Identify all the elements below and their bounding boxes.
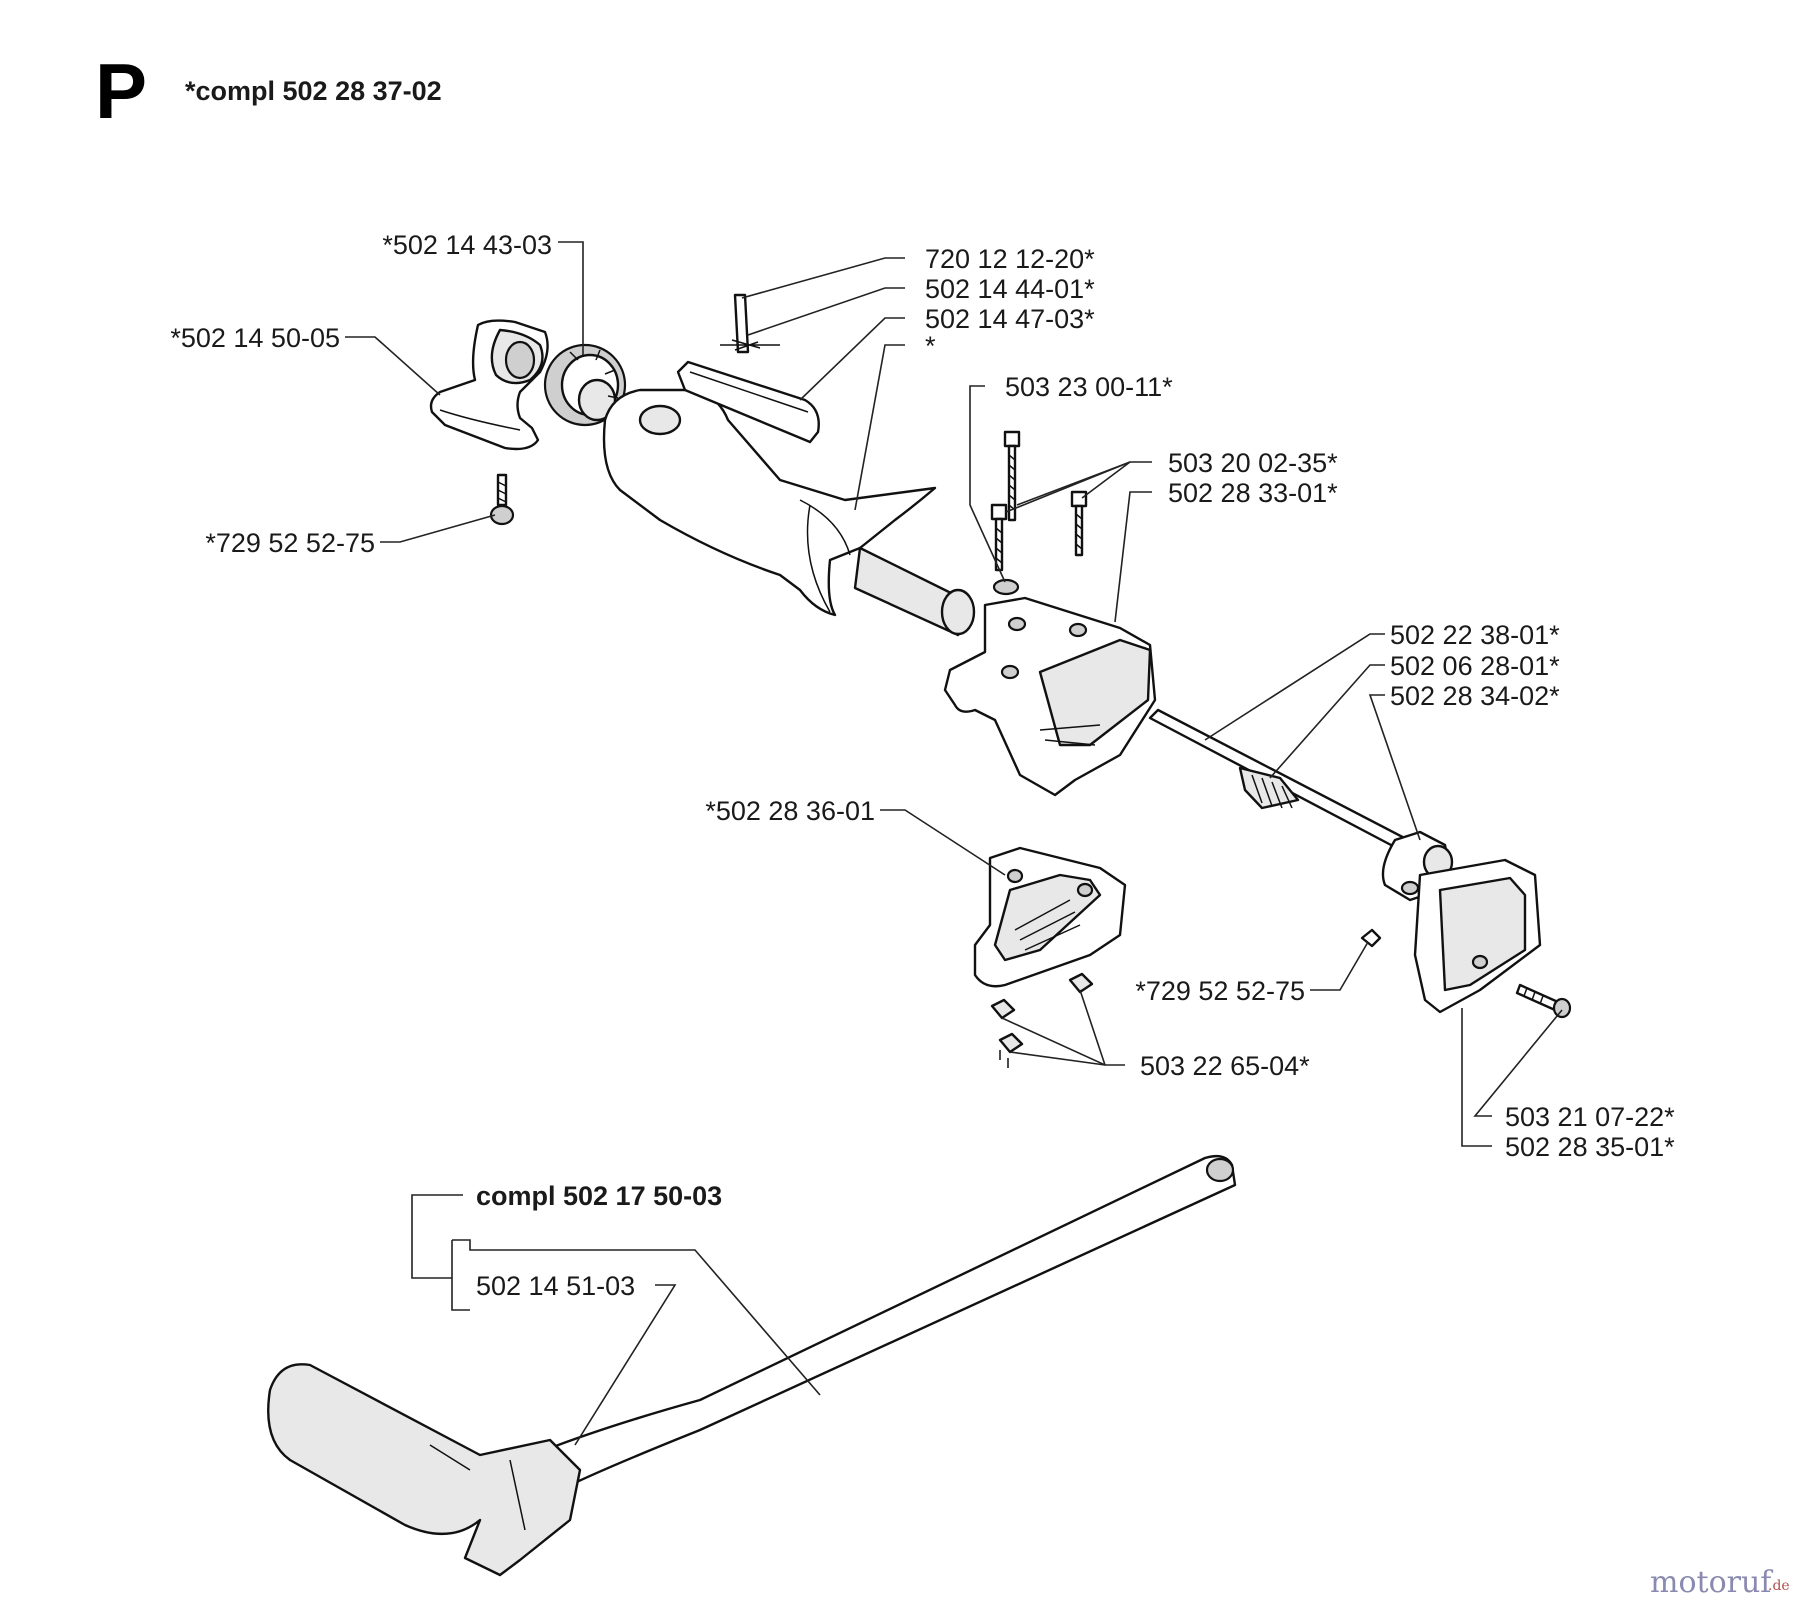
label-503-22-65-04: 503 22 65-04* xyxy=(1140,1051,1310,1081)
label-502-14-51-03: 502 14 51-03 xyxy=(476,1271,635,1301)
throttle-rod xyxy=(1148,708,1420,857)
label-729-52-52-75-left: *729 52 52-75 xyxy=(205,528,375,558)
cover-screw xyxy=(1515,983,1572,1019)
screw-group xyxy=(990,430,1088,596)
throttle-cover xyxy=(676,360,820,444)
small-screw-right xyxy=(1360,928,1382,948)
label-502-22-38-01: 502 22 38-01* xyxy=(1390,620,1560,650)
cover-plate xyxy=(1413,858,1542,1014)
handle-bracket xyxy=(943,596,1157,797)
pin xyxy=(720,293,780,354)
handle-grip-lower xyxy=(267,1363,582,1577)
label-502-14-44-01: 502 14 44-01* xyxy=(925,274,1095,304)
watermark: motoruf .de xyxy=(1650,1565,1790,1600)
small-screw-left xyxy=(489,473,515,526)
label-503-23-00-11: 503 23 00-11* xyxy=(1005,372,1173,402)
section-letter: P xyxy=(95,47,147,135)
label-asterisk: * xyxy=(925,331,936,361)
label-502-14-43-03: *502 14 43-03 xyxy=(382,230,552,260)
spool-gear xyxy=(543,343,627,427)
label-503-21-07-22: 503 21 07-22* xyxy=(1505,1102,1675,1132)
label-502-28-35-01: 502 28 35-01* xyxy=(1505,1132,1675,1162)
label-502-28-36-01: *502 28 36-01 xyxy=(705,796,875,826)
throttle-trigger xyxy=(429,319,549,451)
part-labels: *502 14 43-03 *502 14 50-05 *729 52 52-7… xyxy=(170,230,1675,1301)
label-502-28-33-01: 502 28 33-01* xyxy=(1168,478,1338,508)
grip-base xyxy=(973,846,1127,988)
label-502-14-50-05: *502 14 50-05 xyxy=(170,323,340,353)
square-nuts xyxy=(990,972,1094,1068)
label-729-52-52-75-right: *729 52 52-75 xyxy=(1135,976,1305,1006)
label-502-06-28-01: 502 06 28-01* xyxy=(1390,651,1560,681)
watermark-text: motoruf xyxy=(1650,1565,1773,1600)
label-compl-502-17-50-03: compl 502 17 50-03 xyxy=(476,1181,722,1211)
assembly-title: *compl 502 28 37-02 xyxy=(185,76,442,106)
label-502-14-47-03: 502 14 47-03* xyxy=(925,304,1095,334)
label-720-12-12-20: 720 12 12-20* xyxy=(925,244,1095,274)
leader-lines xyxy=(345,241,1563,1446)
watermark-suffix: .de xyxy=(1768,1578,1790,1594)
label-503-20-02-35: 503 20 02-35* xyxy=(1168,448,1338,478)
label-502-28-34-02: 502 28 34-02* xyxy=(1390,681,1560,711)
